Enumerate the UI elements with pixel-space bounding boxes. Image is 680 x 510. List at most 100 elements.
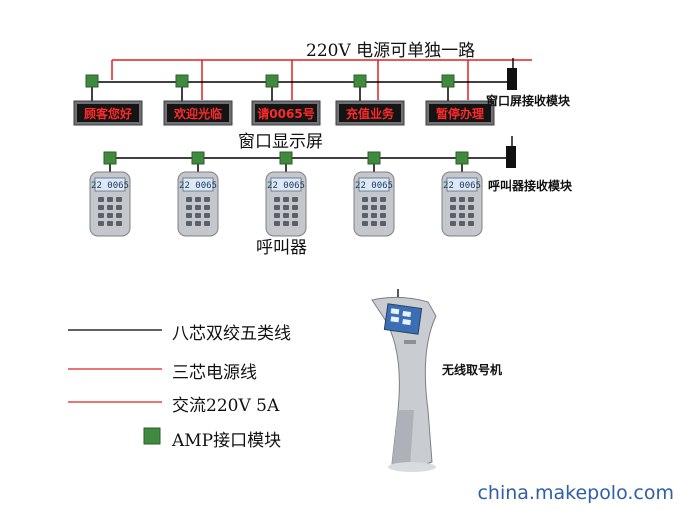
caller-keypad-key (107, 213, 113, 218)
caller-keypad-key (204, 205, 210, 210)
caller-keypad-key (274, 205, 280, 210)
amp-module-icon (367, 151, 381, 165)
caller-keypad-key (195, 197, 201, 202)
caller-lcd (358, 177, 390, 192)
amp-module-icon (191, 151, 205, 165)
caller-keypad-key (450, 205, 456, 210)
caller-keypad-key (362, 205, 368, 210)
caller-keypad-key (98, 221, 104, 226)
window-display-text: 暂停办理 (436, 106, 484, 121)
caller-keypad-key (283, 197, 289, 202)
caller-lcd-text: 22 0065 (267, 181, 305, 191)
window-display-screen: 顾客您好 (73, 100, 143, 126)
legend-label-power-cable: 三芯电源线 (172, 363, 257, 383)
caller-lcd-text: 22 0065 (443, 181, 481, 191)
caller-keypad-key (292, 205, 298, 210)
window-display-text: 请0065号 (257, 106, 314, 121)
caller-keypad-key (195, 213, 201, 218)
caller-keypad-key (116, 197, 122, 202)
caller-label: 呼叫器 (256, 238, 307, 258)
caller-lcd (446, 177, 478, 192)
caller-keypad-key (371, 221, 377, 226)
caller-keypad-key (204, 213, 210, 218)
caller-keypad-key (450, 221, 456, 226)
caller-keypad-key (283, 213, 289, 218)
window-display-screen: 暂停办理 (425, 100, 495, 126)
caller-keypad-key (362, 221, 368, 226)
kiosk-label: 无线取号机 (442, 363, 503, 377)
caller-lcd-text: 22 0065 (179, 181, 217, 191)
window-receiver-module (507, 68, 517, 90)
legend-label-twisted-pair: 八芯双绞五类线 (172, 324, 291, 344)
caller-keypad-key (468, 197, 474, 202)
caller-keypad-key (450, 197, 456, 202)
caller-keypad-key (459, 221, 465, 226)
caller-keypad-key (107, 221, 113, 226)
caller-keypad-key (116, 205, 122, 210)
caller-keypad-key (468, 213, 474, 218)
caller-keypad-key (362, 213, 368, 218)
caller-keypad-key (107, 205, 113, 210)
caller-device: 22 0065 (89, 171, 131, 237)
window-receiver-label: 窗口屏接收模块 (486, 94, 571, 108)
caller-keypad-key (186, 197, 192, 202)
amp-module-icon (441, 74, 455, 88)
caller-keypad-key (380, 205, 386, 210)
caller-keypad-key (204, 197, 210, 202)
kiosk-machine (371, 289, 437, 472)
caller-keypad-key (274, 221, 280, 226)
caller-keypad-key (283, 205, 289, 210)
window-display-text: 欢迎光临 (173, 106, 222, 121)
caller-keypad-key (292, 197, 298, 202)
caller-keypad-key (274, 197, 280, 202)
caller-keypad-key (186, 205, 192, 210)
caller-device: 22 0065 (441, 171, 483, 237)
caller-keypad-key (380, 221, 386, 226)
caller-device: 22 0065 (177, 171, 219, 237)
window-display-screen: 请0065号 (251, 100, 321, 126)
window-display-text: 充值业务 (346, 106, 395, 121)
caller-keypad-key (204, 221, 210, 226)
caller-lcd (182, 177, 214, 192)
amp-module-icon (85, 74, 99, 88)
window-display-text: 顾客您好 (84, 106, 132, 121)
caller-keypad-key (380, 213, 386, 218)
caller-keypad-key (371, 213, 377, 218)
caller-keypad-key (116, 213, 122, 218)
caller-keypad-key (274, 213, 280, 218)
legend-label-amp-module: AMP接口模块 (172, 431, 282, 451)
caller-keypad-key (98, 197, 104, 202)
caller-receiver-module (506, 146, 516, 168)
amp-module-icon (265, 74, 279, 88)
caller-keypad-key (195, 221, 201, 226)
caller-keypad-key (98, 205, 104, 210)
window-display-screen: 充值业务 (335, 100, 405, 126)
window-display-label: 窗口显示屏 (238, 132, 323, 152)
legend-sample-amp-module (143, 427, 161, 445)
caller-keypad-key (468, 205, 474, 210)
power-bus-label: 220V 电源可单独一路 (306, 41, 476, 61)
amp-module-icon (103, 151, 117, 165)
caller-receiver-label: 呼叫器接收模块 (488, 179, 573, 193)
caller-keypad-key (116, 221, 122, 226)
caller-keypad-key (283, 221, 289, 226)
caller-keypad-key (468, 221, 474, 226)
caller-keypad-key (371, 205, 377, 210)
caller-lcd (94, 177, 126, 192)
caller-keypad-key (292, 213, 298, 218)
caller-lcd-text: 22 0065 (91, 181, 129, 191)
caller-keypad-key (371, 197, 377, 202)
caller-keypad-key (186, 221, 192, 226)
amp-module-icon (353, 74, 367, 88)
caller-keypad-key (362, 197, 368, 202)
caller-keypad-key (450, 213, 456, 218)
amp-module-icon (175, 74, 189, 88)
caller-device: 22 0065 (265, 171, 307, 237)
amp-module-icon (279, 151, 293, 165)
window-display-screen: 欢迎光临 (163, 100, 233, 126)
caller-keypad-key (186, 213, 192, 218)
caller-lcd (270, 177, 302, 192)
caller-keypad-key (98, 213, 104, 218)
caller-keypad-key (107, 197, 113, 202)
